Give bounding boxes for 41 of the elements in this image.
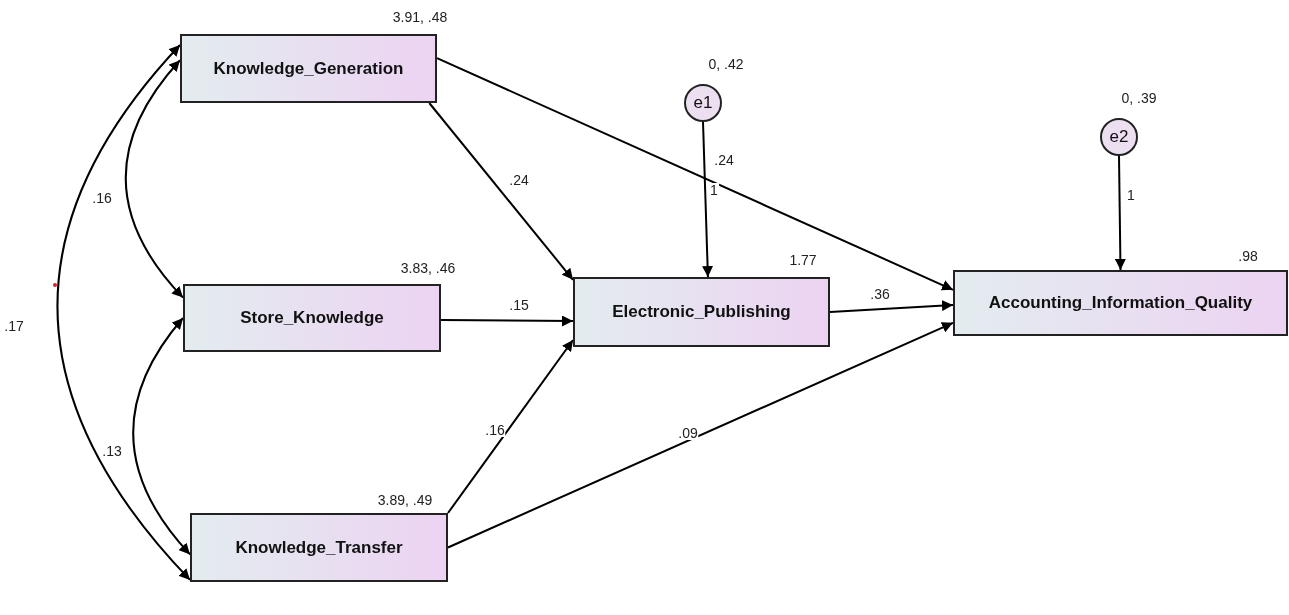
covariance-arrow bbox=[124, 59, 184, 299]
variable-name: Knowledge_Generation bbox=[213, 57, 404, 80]
variable-name: Knowledge_Transfer bbox=[235, 536, 403, 559]
arrow bbox=[1114, 155, 1126, 271]
variable-box bbox=[183, 284, 441, 352]
estimate-label: 3.89, .49 bbox=[377, 493, 433, 507]
estimate-label: .98 bbox=[1238, 249, 1258, 263]
estimate-label: 3.83, .46 bbox=[400, 261, 456, 275]
edge-label: .24 bbox=[713, 153, 735, 167]
estimate-label: 1.77 bbox=[789, 253, 817, 267]
arrow bbox=[428, 102, 574, 281]
variable-name: Store_Knowledge bbox=[240, 307, 384, 330]
edge-label: 1 bbox=[709, 183, 719, 197]
variable-name: Accounting_Information_Quality bbox=[988, 292, 1253, 315]
edge-label: .09 bbox=[677, 426, 699, 440]
variable-box bbox=[180, 34, 437, 103]
variable-box bbox=[953, 270, 1288, 336]
edge-label: .24 bbox=[508, 173, 530, 187]
arrow bbox=[440, 315, 574, 327]
variable-box bbox=[190, 513, 448, 582]
edge-label: 1 bbox=[1126, 188, 1136, 202]
arrow bbox=[436, 57, 954, 291]
edge-label: .13 bbox=[101, 444, 123, 458]
edge-label: .15 bbox=[508, 298, 530, 312]
arrow bbox=[447, 321, 954, 549]
covariance-arrow bbox=[56, 44, 191, 581]
arrow bbox=[702, 121, 714, 278]
arrow bbox=[829, 300, 954, 313]
arrow bbox=[447, 339, 574, 514]
estimate-label: 0, .39 bbox=[1121, 91, 1157, 105]
estimate-label: 3.91, .48 bbox=[392, 10, 448, 24]
edge-label: .36 bbox=[869, 287, 891, 301]
variable-name: Electronic_Publishing bbox=[612, 301, 791, 324]
edge-label: .16 bbox=[484, 423, 506, 437]
covariance-arrow bbox=[132, 317, 191, 556]
edge-label: .16 bbox=[91, 191, 113, 205]
error-term-label: e1 bbox=[693, 92, 713, 115]
estimate-label: 0, .42 bbox=[708, 57, 744, 71]
variable-box bbox=[573, 277, 830, 347]
error-term-label: e2 bbox=[1109, 126, 1129, 149]
edge-label: .17 bbox=[3, 319, 25, 333]
